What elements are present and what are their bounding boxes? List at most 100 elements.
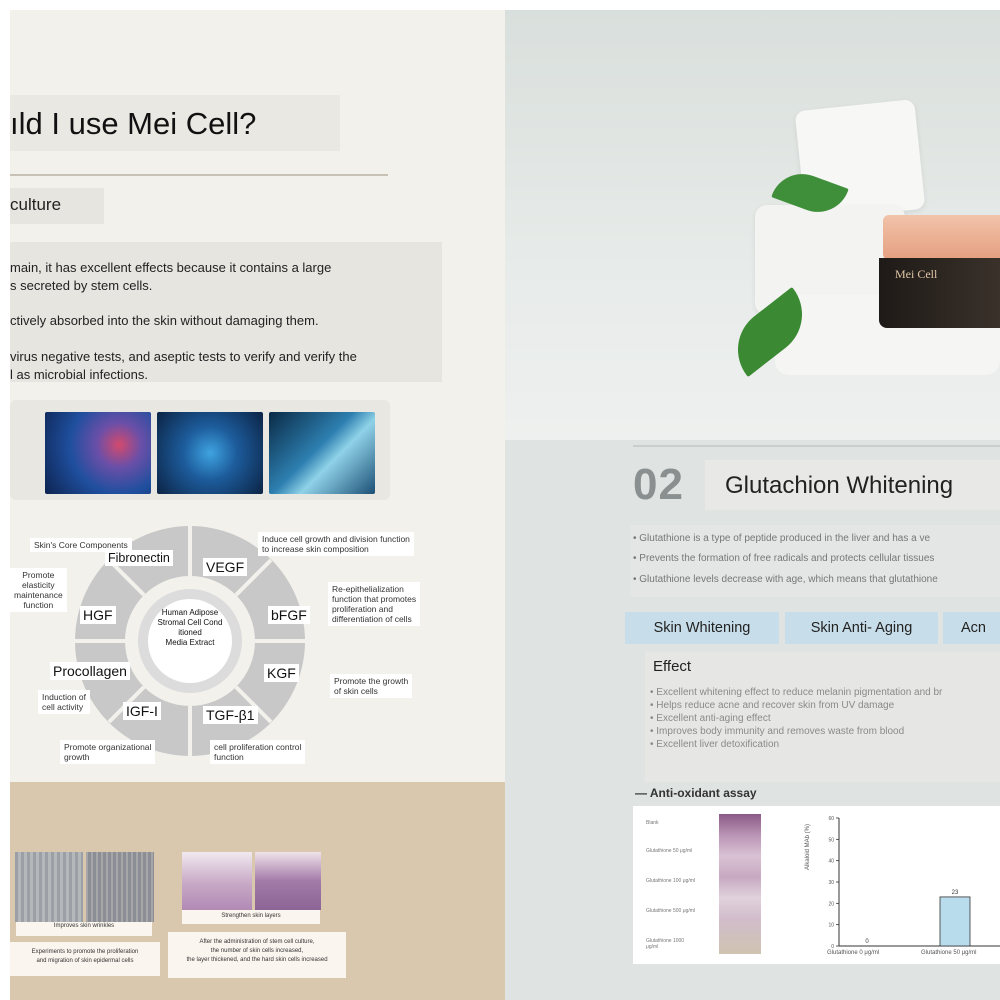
bullet-line: • Glutathione levels decrease with age, … (633, 574, 938, 585)
note-line: Induction of (42, 692, 86, 702)
chart-ylabel: Alkaloid MAb (%) (805, 823, 811, 870)
note-line: Promote the growth (334, 676, 409, 686)
segment-igf-i: IGF-I (123, 702, 161, 720)
effect-item: • Excellent liver detoxification (650, 739, 780, 750)
center-line: Human Adipose (161, 608, 219, 617)
note-procollagen: Induction of cell activity (38, 690, 90, 714)
diagram-center-text: Human Adipose Stromal Cell Cond itioned … (148, 608, 232, 648)
bar-data-label: 23 (952, 890, 959, 896)
product-photo: Mei Cell (505, 10, 1000, 440)
y-tick-label: 60 (828, 816, 834, 822)
effect-panel (645, 652, 1000, 782)
caption-line: and migration of skin epidermal cells (36, 958, 134, 964)
title-divider (10, 174, 388, 176)
caption-line: Experiments to promote the proliferation (31, 949, 139, 955)
wrinkle-image-after (86, 852, 154, 922)
note-line: cell proliferation control (214, 742, 302, 752)
x-tick-label: Glutathione 0 μg/ml (827, 950, 880, 956)
skin-layer-image-before (182, 852, 252, 910)
caption-wrinkles-body: Experiments to promote the proliferation… (10, 942, 160, 976)
bars: 0 23 (865, 890, 971, 947)
note-line: Promote (22, 570, 55, 580)
note-bfgf: Re-epithelialization function that promo… (328, 582, 421, 626)
caption-line: the layer thickened, and the hard skin c… (186, 957, 328, 963)
note-line: elasticity (22, 580, 55, 590)
title-box (10, 95, 340, 151)
note-line: function (214, 752, 244, 762)
right-page: Mei Cell 02 Glutachion Whitening • Gluta… (505, 10, 1000, 1000)
strip-label: Glutathione 500 μg/ml (646, 908, 696, 914)
segment-vegf: VEGF (203, 558, 248, 576)
effect-item: • Excellent anti-aging effect (650, 713, 771, 724)
dna-image (269, 412, 375, 494)
body-line: l as microbial infections. (10, 367, 148, 382)
skin-components-diagram (75, 526, 305, 756)
effect-title: Effect (653, 658, 692, 675)
bullet-line: • Glutathione is a type of peptide produ… (633, 533, 931, 544)
tab-skin-anti-aging[interactable]: Skin Anti- Aging (785, 612, 938, 644)
segment-bfgf: bFGF (268, 606, 310, 624)
section-title: Glutachion Whitening (725, 472, 954, 499)
effect-item: • Improves body immunity and removes was… (650, 726, 905, 737)
note-hgf: Promote elasticity maintenance function (10, 568, 67, 612)
note-line: proliferation and (332, 604, 393, 614)
y-tick-label: 10 (828, 923, 834, 929)
bullets-panel (630, 525, 1000, 597)
bullet-line: • Prevents the formation of free radical… (633, 553, 935, 564)
caption-line: After the administration of stem cell cu… (199, 939, 315, 945)
caption-line: the number of skin cells increased, (210, 948, 304, 954)
effect-item: • Helps reduce acne and recover skin fro… (650, 700, 895, 711)
assay-strip-image (719, 814, 761, 954)
bar-data-label: 0 (865, 939, 869, 945)
section-divider (633, 445, 1000, 447)
wrinkle-image-before (15, 852, 83, 922)
caption-layers-body: After the administration of stem cell cu… (168, 932, 346, 978)
antioxidant-bar-chart: 60 50 40 30 20 10 0 0 23 (828, 816, 1000, 950)
strip-labels: Blank Glutathione 50 μg/ml Glutathione 1… (640, 816, 708, 956)
section-number: 02 (633, 460, 684, 509)
center-line: Stromal Cell Cond (157, 618, 223, 627)
note-line: growth (64, 752, 90, 762)
page-title: ıld I use Mei Cell? (10, 106, 257, 141)
strip-label: Glutathione 50 μg/ml (646, 848, 693, 854)
section-title-box (705, 460, 1000, 510)
assay-panel (633, 806, 1000, 964)
y-tick-label: 50 (828, 837, 834, 843)
body-line: ctively absorbed into the skin without d… (10, 313, 319, 328)
strip-label: Glutathione 100 μg/ml (646, 878, 696, 884)
note-line: cell activity (42, 702, 84, 712)
segment-tgf-beta1: TGF-β1 (203, 706, 258, 724)
subtitle-box (10, 188, 104, 224)
strip-label: Blank (646, 820, 659, 826)
bar (939, 896, 971, 947)
body-line: virus negative tests, and aseptic tests … (10, 349, 357, 364)
note-tgf: cell proliferation control function (210, 740, 306, 764)
strip-label: Glutathione 1000 μg/ml (646, 938, 685, 950)
body-text-panel (10, 242, 442, 382)
diagram-ring (75, 526, 305, 756)
caption-wrinkles-title: Improves skin wrinkles (16, 922, 152, 936)
tab-skin-whitening[interactable]: Skin Whitening (625, 612, 779, 644)
assay-title: — Anti-oxidant assay (635, 786, 757, 800)
note-line: Induce cell growth and division function (262, 534, 410, 544)
y-tick-label: 30 (828, 880, 834, 886)
segment-fibronectin: Fibronectin (105, 550, 173, 566)
center-line: Media Extract (165, 638, 215, 647)
body-line: s secreted by stem cells. (10, 278, 153, 293)
body-line: main, it has excellent effects because i… (10, 260, 332, 275)
effect-item: • Excellent whitening effect to reduce m… (650, 687, 943, 698)
y-tick-label: 20 (828, 901, 834, 907)
note-line: to increase skin composition (262, 544, 369, 554)
y-tick-label: 40 (828, 859, 834, 865)
left-page: ıld I use Mei Cell? culture main, it has… (10, 10, 505, 1000)
note-line: function (23, 600, 54, 610)
tab-acne[interactable]: Acn (943, 612, 1000, 644)
caption-layers-title: Strengthen skin layers (182, 910, 320, 924)
jar-lid (883, 215, 1000, 260)
jar-body (879, 258, 1000, 328)
core-components-label: Skin's Core Components (30, 538, 132, 552)
segment-hgf: HGF (80, 606, 116, 624)
note-line: Promote organizational (64, 742, 152, 752)
note-line: differentiation of cells (332, 614, 412, 624)
note-vegf: Induce cell growth and division function… (258, 532, 414, 556)
